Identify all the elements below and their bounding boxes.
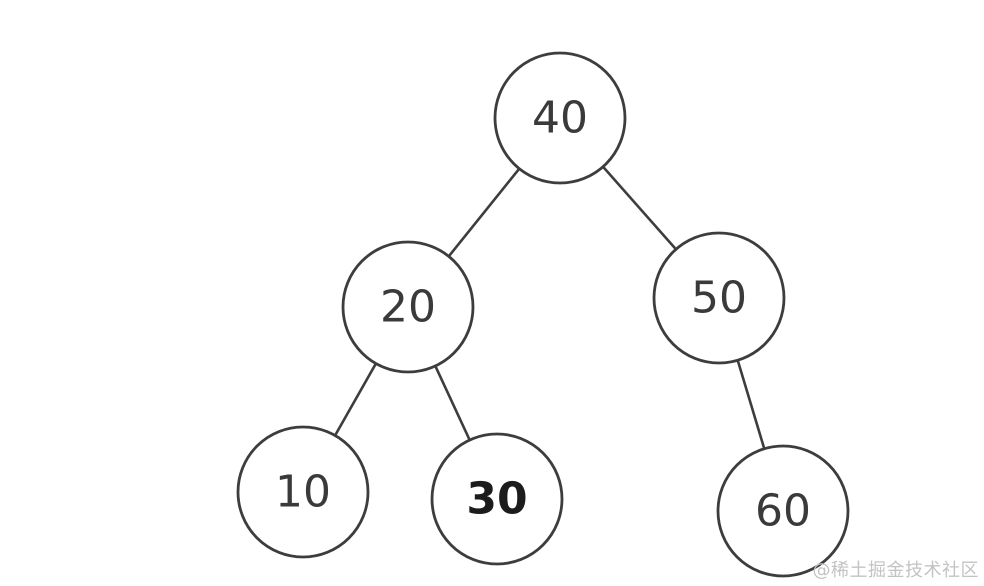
tree-node-60: 60 xyxy=(716,444,850,578)
tree-node-label: 60 xyxy=(755,486,811,537)
tree-node-50: 50 xyxy=(652,231,786,365)
tree-node-20: 20 xyxy=(341,240,475,374)
tree-node-circle xyxy=(652,231,786,365)
tree-node-circle xyxy=(716,444,850,578)
tree-node-circle xyxy=(236,425,370,559)
tree-node-label: 50 xyxy=(691,273,747,324)
tree-node-10: 10 xyxy=(236,425,370,559)
tree-node-circle xyxy=(341,240,475,374)
tree-node-label: 10 xyxy=(275,467,331,518)
tree-node-40: 40 xyxy=(493,51,627,185)
tree-node-label: 40 xyxy=(532,93,588,144)
tree-node-circle xyxy=(430,432,564,566)
watermark: @稀土掘金技术社区 xyxy=(812,560,979,581)
tree-node-label: 20 xyxy=(380,282,436,333)
tree-node-circle xyxy=(493,51,627,185)
tree-node-label: 30 xyxy=(466,474,527,525)
tree-node-30: 30 xyxy=(430,432,564,566)
